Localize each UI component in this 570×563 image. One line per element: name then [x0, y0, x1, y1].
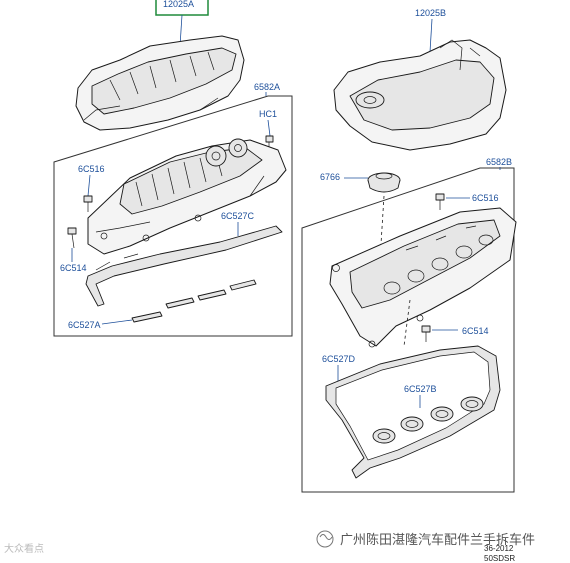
label-6C516-right[interactable]: 6C516	[472, 193, 499, 203]
label-6C527C[interactable]: 6C527C	[221, 211, 255, 221]
engine-cover-left[interactable]	[75, 35, 245, 131]
label-12025A[interactable]: 12025A	[163, 0, 194, 9]
bolt-6C514-right[interactable]	[421, 325, 431, 342]
group-box-right	[301, 167, 515, 493]
engine-cover-right[interactable]	[333, 39, 507, 151]
gasket-6C527B[interactable]	[372, 396, 484, 444]
label-6C514-left[interactable]: 6C514	[60, 263, 87, 273]
label-6C527A[interactable]: 6C527A	[68, 320, 101, 330]
bolt-6C516-left[interactable]	[83, 195, 93, 212]
group-box-left	[53, 95, 293, 337]
label-6582B[interactable]: 6582B	[486, 157, 512, 167]
label-6766[interactable]: 6766	[320, 172, 340, 182]
camshaft-cover-left[interactable]	[87, 138, 287, 255]
corner-watermark: 大众看点	[4, 542, 44, 555]
label-HC1[interactable]: HC1	[259, 109, 277, 119]
label-12025B[interactable]: 12025B	[415, 8, 446, 18]
label-6C527D[interactable]: 6C527D	[322, 354, 356, 364]
bolt-6C516-right[interactable]	[435, 193, 445, 210]
gasket-6C527D[interactable]	[325, 345, 501, 479]
label-6C514-right[interactable]: 6C514	[462, 326, 489, 336]
label-6C527B[interactable]: 6C527B	[404, 384, 437, 394]
gasket-6C527C[interactable]	[85, 225, 283, 307]
oil-filler-cap-6766[interactable]	[367, 172, 401, 193]
camshaft-cover-right[interactable]	[329, 207, 517, 348]
bolt-6C514-left[interactable]	[67, 227, 77, 249]
watermark-logo-icon	[316, 530, 334, 548]
gasket-6C527A[interactable]	[131, 279, 257, 323]
date-code: 36-2012	[484, 544, 514, 553]
drawing-code: 50SDSR	[484, 554, 515, 563]
watermark-text: 广州陈田湛隆汽车配件兰手拆车件	[340, 532, 535, 548]
label-6C516-left[interactable]: 6C516	[78, 164, 105, 174]
label-6582A[interactable]: 6582A	[254, 82, 280, 92]
